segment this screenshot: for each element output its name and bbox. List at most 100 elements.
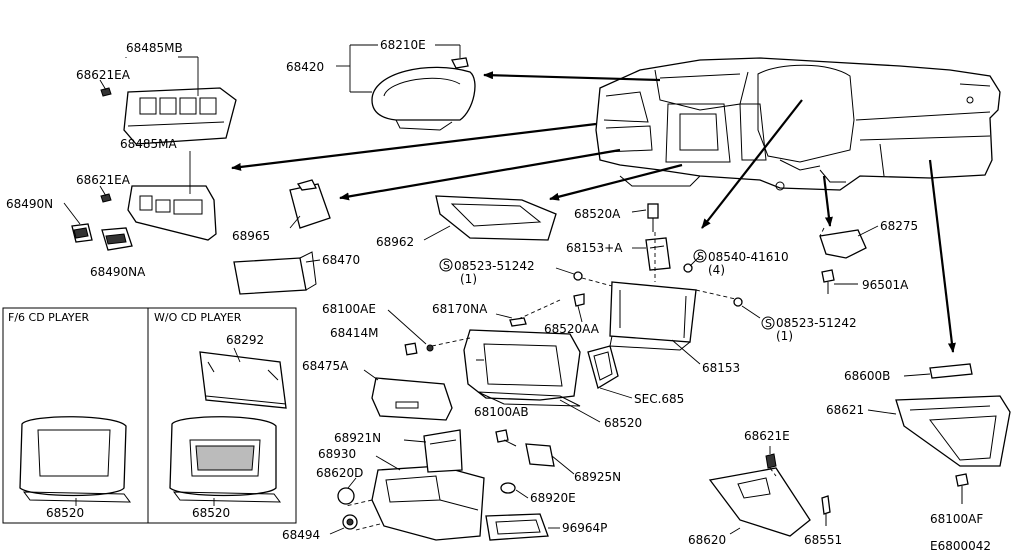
- bracket-68275: [819, 225, 879, 259]
- label-68490n: 68490N: [6, 197, 53, 211]
- bolt-68100af: [955, 473, 969, 504]
- s-mark-icon: S: [697, 250, 704, 263]
- switch-68490na: [101, 227, 133, 251]
- s-mark-icon: S: [765, 317, 772, 330]
- clip-68100ae: [387, 309, 434, 352]
- label-68600b: 68600B: [844, 369, 890, 383]
- s-mark-icon: S: [443, 259, 450, 272]
- lid-68965: [289, 179, 331, 229]
- label-68920e: 68920E: [530, 491, 576, 505]
- console-68930: [345, 429, 485, 541]
- label-68414m: 68414M: [330, 326, 379, 340]
- clip-68520aa: [573, 293, 585, 323]
- label-68965: 68965: [232, 229, 270, 243]
- label-08523-left-number: 08523-51242: [454, 259, 535, 273]
- cap-68494: [329, 514, 358, 535]
- label-68275: 68275: [880, 219, 918, 233]
- label-96964p: 96964P: [562, 521, 607, 535]
- label-68485ma: 68485MA: [120, 137, 178, 151]
- label-68100ab: 68100AB: [474, 405, 529, 419]
- label-08540-number: 08540-41610: [708, 250, 789, 264]
- part-labels: 68485MB 68621EA 68485MA 68621EA 68490N 6…: [6, 38, 991, 553]
- label-68210e: 68210E: [380, 38, 426, 52]
- label-68292: 68292: [226, 333, 264, 347]
- label-68621: 68621: [826, 403, 864, 417]
- label-08540-qty: (4): [708, 263, 725, 277]
- instrument-panel: [595, 57, 1001, 191]
- bolt-68100ab: [495, 429, 517, 447]
- pocket-68475a: [363, 369, 453, 421]
- label-08523-left: S 08523-51242 (1): [439, 258, 535, 286]
- label-68621e: 68621E: [744, 429, 790, 443]
- screw-08540: [683, 255, 701, 273]
- label-68153a: 68153+A: [566, 241, 623, 255]
- mat-96964p: [485, 513, 560, 541]
- radio-bracket-68153: [581, 232, 741, 365]
- inset-frame: [2, 307, 297, 524]
- inset-title-wo: W/O CD PLAYER: [154, 311, 242, 324]
- label-68520-f6: 68520: [46, 506, 84, 520]
- box-68470: [233, 251, 321, 295]
- label-08523-right-number: 08523-51242: [776, 316, 857, 330]
- screw-08523-left: [555, 267, 583, 281]
- label-08523-right-qty: (1): [776, 329, 793, 343]
- label-68925n: 68925N: [574, 470, 621, 484]
- label-08523-right: S 08523-51242 (1): [761, 316, 857, 343]
- clip-68621ea-mid: [99, 185, 112, 203]
- label-68551: 68551: [804, 533, 842, 547]
- cluster-lid-68520: [431, 299, 633, 423]
- inset-f6-lid: [19, 416, 132, 506]
- cap-68620d: [337, 477, 357, 505]
- pad-68414m: [404, 342, 418, 356]
- label-68153: 68153: [702, 361, 740, 375]
- label-68620: 68620: [688, 533, 726, 547]
- label-08540: S 08540-41610 (4): [693, 249, 789, 277]
- plate-68600b: [903, 363, 973, 379]
- label-68621ea-mid: 68621EA: [76, 173, 131, 187]
- label-96501a: 96501A: [862, 278, 909, 292]
- bolt-68520a: [631, 203, 659, 232]
- label-68100af: 68100AF: [930, 512, 983, 526]
- switch-68490n: [63, 202, 93, 243]
- label-68962: 68962: [376, 235, 414, 249]
- bracket-68925n: [525, 443, 575, 475]
- finisher-68962: [423, 195, 557, 241]
- label-68930: 68930: [318, 447, 356, 461]
- label-68520-wo: 68520: [192, 506, 230, 520]
- clip-68621ea-top: [99, 79, 112, 97]
- diagram-code: E6800042: [930, 539, 991, 553]
- label-68490na: 68490NA: [90, 265, 146, 279]
- screw-96501a: [821, 269, 858, 294]
- label-08523-left-qty: (1): [460, 272, 477, 286]
- clip-68920e: [500, 482, 529, 499]
- meter-hood-68420: [336, 44, 476, 131]
- inset-title-f6: F/6 CD PLAYER: [8, 311, 90, 324]
- label-68921n: 68921N: [334, 431, 381, 445]
- label-68520a: 68520A: [574, 207, 621, 221]
- label-68620d: 68620D: [316, 466, 363, 480]
- label-68520-center: 68520: [604, 416, 642, 430]
- label-68494: 68494: [282, 528, 320, 542]
- label-68470: 68470: [322, 253, 360, 267]
- inset-wo-bracket: [199, 347, 287, 409]
- label-68485mb: 68485MB: [126, 41, 183, 55]
- label-68475a: 68475A: [302, 359, 349, 373]
- screw-08523-right: [733, 297, 761, 319]
- label-68520aa: 68520AA: [544, 322, 600, 336]
- glove-lid-68620: [708, 467, 811, 537]
- label-68100ae: 68100AE: [322, 302, 376, 316]
- switch-panel-68485ma: [127, 151, 217, 241]
- assembly-arrows: [231, 71, 956, 353]
- glovebox-68621: [867, 395, 1011, 467]
- switch-panel-68485mb: [123, 56, 237, 145]
- striker-68551: [821, 495, 831, 526]
- clip-68621e: [765, 446, 777, 469]
- bracket-68153a: [632, 237, 671, 271]
- label-sec685: SEC.685: [634, 392, 684, 406]
- label-68621ea-top: 68621EA: [76, 68, 131, 82]
- clip-68170na: [495, 313, 527, 327]
- inset-wo-lid: [169, 416, 282, 506]
- label-68420: 68420: [286, 60, 324, 74]
